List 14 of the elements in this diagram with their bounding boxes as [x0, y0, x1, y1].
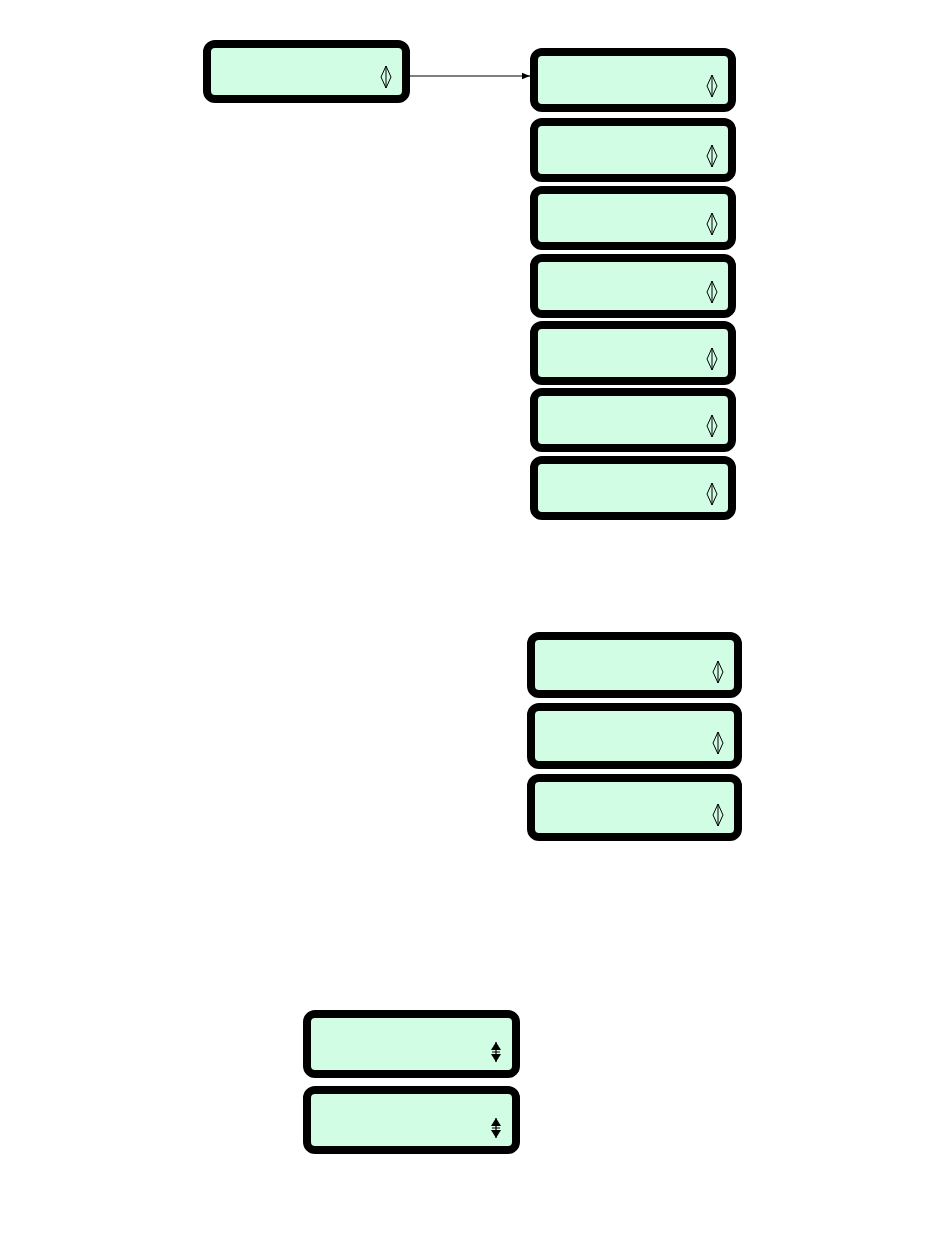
- lcd-display-box: [530, 254, 736, 318]
- lcd-display-box: [527, 632, 742, 698]
- lcd-display-box: [203, 40, 410, 103]
- lcd-display-box: [530, 118, 736, 182]
- lcd-display-box: [527, 703, 742, 769]
- lcd-display-box: [303, 1010, 520, 1078]
- lcd-display-box: [303, 1086, 520, 1154]
- arrow: [409, 72, 531, 80]
- lcd-display-box: [530, 321, 736, 385]
- lcd-display-box: [530, 186, 736, 250]
- lcd-display-box: [530, 456, 736, 520]
- lcd-display-box: [530, 388, 736, 452]
- lcd-display-box: [530, 48, 736, 112]
- lcd-display-box: [527, 774, 742, 841]
